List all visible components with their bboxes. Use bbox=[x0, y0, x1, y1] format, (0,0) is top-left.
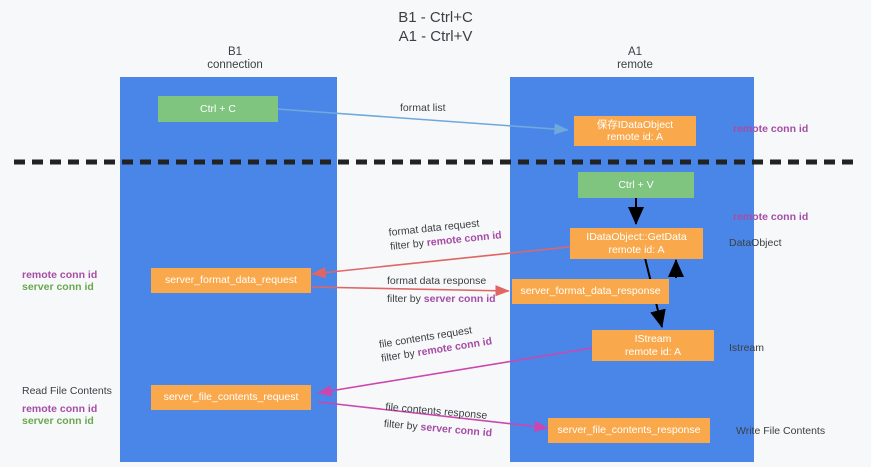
box-save-idataobject[interactable]: 保存IDataObject remote id: A bbox=[574, 116, 696, 146]
box-ctrl-v[interactable]: Ctrl + V bbox=[578, 172, 694, 198]
annotation-format-data-response-line1: format data response bbox=[387, 275, 487, 287]
side-label-remote-conn-id-left: remote conn id bbox=[22, 269, 98, 281]
box-ctrl-c[interactable]: Ctrl + C bbox=[158, 96, 278, 122]
box-getdata[interactable]: IDataObject::GetData remote id: A bbox=[570, 228, 703, 259]
lane-header-a1: A1 remote bbox=[617, 46, 653, 71]
box-server-file-contents-response[interactable]: server_file_contents_response bbox=[548, 418, 710, 443]
side-label-server-conn-id-left: server conn id bbox=[22, 281, 94, 293]
side-label-remote-conn-id-top: remote conn id bbox=[733, 123, 809, 135]
page-title: B1 - Ctrl+C A1 - Ctrl+V bbox=[398, 9, 473, 45]
annotation-format-list: format list bbox=[400, 102, 446, 114]
side-label-istream: Istream bbox=[729, 342, 765, 354]
side-label-dataobject: DataObject bbox=[729, 237, 782, 249]
box-server-format-data-response[interactable]: server_format_data_response bbox=[512, 279, 669, 304]
annotation-format-data-request: format data request filter by remote con… bbox=[388, 214, 502, 254]
side-label-remote-conn-id-left-2: remote conn id bbox=[22, 403, 98, 415]
box-server-format-data-request[interactable]: server_format_data_request bbox=[151, 268, 311, 293]
annotation-file-contents-response: file contents response filter by server … bbox=[383, 400, 494, 440]
side-label-remote-conn-id-mid: remote conn id bbox=[733, 211, 809, 223]
side-label-write-file-contents: Write File Contents bbox=[736, 425, 826, 437]
annotation-file-contents-request: file contents request filter by remote c… bbox=[378, 320, 493, 365]
side-label-server-conn-id-left-2: server conn id bbox=[22, 415, 94, 427]
key-server-conn-id: server conn id bbox=[423, 293, 496, 305]
annotation-format-data-response-line2: filter by server conn id bbox=[387, 293, 496, 305]
key-server-conn-id: server conn id bbox=[420, 421, 493, 440]
box-istream[interactable]: IStream remote id: A bbox=[592, 330, 714, 361]
lane-header-b1: B1 connection bbox=[207, 46, 263, 71]
side-label-read-file-contents: Read File Contents bbox=[22, 385, 112, 397]
annotation-format-data-response: format data response filter by server co… bbox=[387, 274, 496, 306]
box-server-file-contents-request[interactable]: server_file_contents_request bbox=[151, 385, 311, 410]
